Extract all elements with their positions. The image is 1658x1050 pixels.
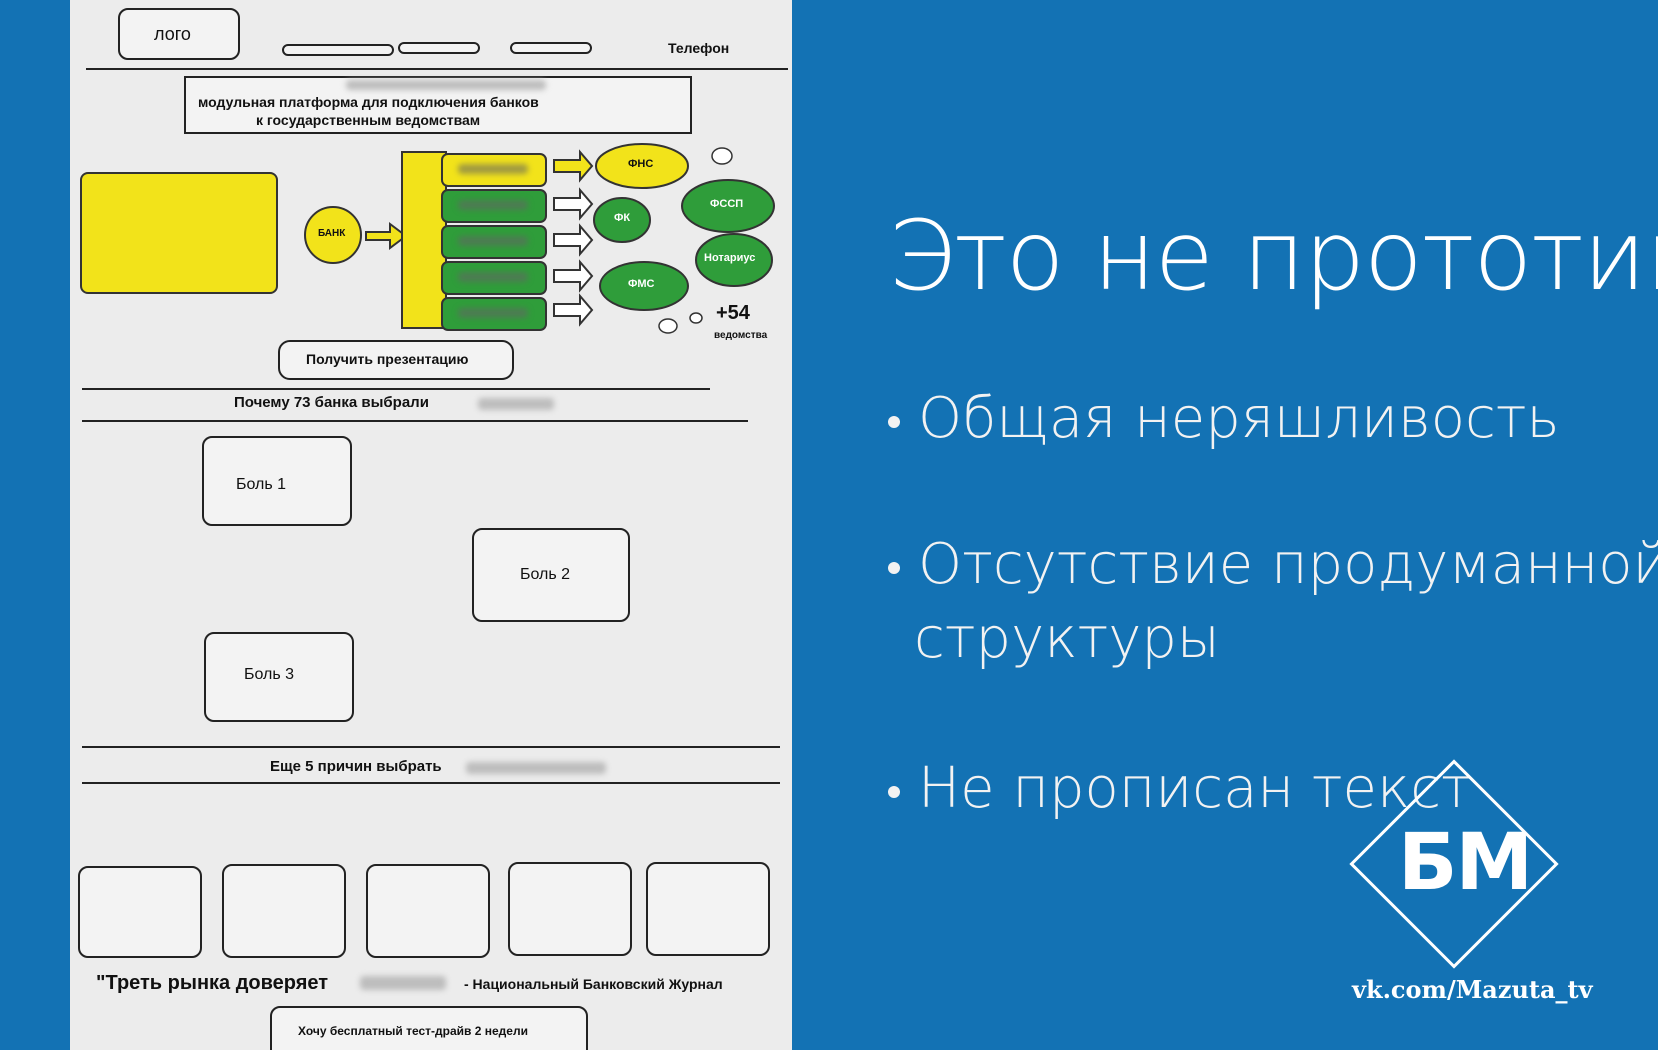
pain-label: Боль 1 [236, 476, 287, 493]
pain-card-1: Боль 1 [202, 436, 352, 526]
get-presentation-label: Получить презентацию [306, 351, 469, 367]
pain-label: Боль 3 [244, 666, 295, 683]
platform-diagram [365, 143, 775, 334]
arrow-icon [553, 223, 594, 257]
agency-cloud-green [695, 233, 773, 287]
nav-item-2[interactable] [398, 42, 480, 54]
platform-column [401, 151, 447, 329]
section-divider [82, 746, 780, 748]
agency-label: ФНС [628, 158, 654, 170]
blurred-brand [360, 976, 446, 990]
watermark-text: vk.com/Mazuta_tv [1352, 975, 1593, 1004]
slide-title: Это не прототип [888, 200, 1658, 312]
agency-cloud-green [681, 179, 775, 233]
nav-item-1[interactable] [282, 44, 394, 56]
pain-card-2: Боль 2 [472, 528, 630, 622]
trial-button[interactable]: Хочу бесплатный тест-драйв 2 недели [270, 1006, 588, 1050]
blurred-module-label [458, 200, 528, 210]
agency-cloud-yellow [595, 143, 689, 189]
arrow-icon [553, 259, 594, 293]
headline-line-2: к государственным ведомствам [256, 112, 481, 128]
reason-card [78, 866, 202, 958]
bullet-item: Не прописан текст [918, 756, 1472, 821]
phone-label: Телефон [668, 40, 730, 56]
nav-item-3[interactable] [510, 42, 592, 54]
logo-label: лого [154, 24, 191, 44]
why-title: Почему 73 банка выбрали [234, 394, 429, 411]
headline-box: модульная платформа для подключения банк… [184, 76, 692, 134]
logo-box[interactable]: лого [118, 8, 240, 60]
bank-circle: БАНК [304, 206, 362, 264]
bullet-item: Общая неряшливость [918, 386, 1560, 451]
arrow-icon [365, 222, 408, 250]
agency-label: ФМС [628, 278, 655, 290]
bullet-dot-icon [888, 786, 900, 798]
blurred-module-label [458, 308, 528, 318]
blurred-module-label [458, 272, 528, 282]
arrow-icon [553, 293, 594, 327]
plus-label: ведомства [714, 330, 768, 341]
more-reasons-title: Еще 5 причин выбрать [270, 758, 442, 775]
blurred-module-label [458, 164, 528, 174]
reason-card [646, 862, 770, 956]
agency-cloud-green [593, 197, 651, 243]
bm-logo-text: БМ [1398, 818, 1533, 908]
blurred-module-label [458, 236, 528, 246]
speech-bubble-icon [658, 318, 678, 334]
blurred-brand [466, 762, 606, 774]
blurred-brand [346, 80, 546, 90]
bullet-item-continuation: структуры [914, 606, 1220, 671]
agency-cloud-green [599, 261, 689, 311]
trial-button-label: Хочу бесплатный тест-драйв 2 недели [298, 1024, 528, 1038]
agency-label: Нотариус [704, 252, 756, 264]
headline-line-1: модульная платформа для подключения банк… [198, 94, 539, 110]
bullet-dot-icon [888, 416, 900, 428]
section-divider [82, 388, 710, 390]
hero-image-placeholder [80, 172, 278, 294]
section-divider [82, 420, 748, 422]
quote-text: "Треть рынка доверяет [96, 972, 329, 994]
get-presentation-button[interactable]: Получить презентацию [278, 340, 514, 380]
header-divider [86, 68, 788, 70]
bullet-dot-icon [888, 562, 900, 574]
section-divider [82, 782, 780, 784]
blurred-brand [478, 398, 554, 410]
agency-label: ФК [614, 212, 631, 224]
reason-card [508, 862, 632, 956]
plus-count: +54 [716, 302, 750, 324]
wireframe-sheet: лого Телефон модульная платформа для под… [70, 0, 792, 1050]
agency-label: ФССП [710, 198, 744, 210]
speech-bubble-icon [711, 147, 733, 165]
quote-source: - Национальный Банковский Журнал [464, 976, 723, 992]
bullet-item: Отсутствие продуманной [918, 532, 1658, 597]
pain-label: Боль 2 [520, 566, 571, 583]
arrow-icon [553, 187, 594, 221]
speech-bubble-icon [689, 312, 703, 324]
reason-card [222, 864, 346, 958]
arrow-icon [553, 149, 594, 183]
pain-card-3: Боль 3 [204, 632, 354, 722]
reason-card [366, 864, 490, 958]
bank-label: БАНК [318, 228, 346, 239]
